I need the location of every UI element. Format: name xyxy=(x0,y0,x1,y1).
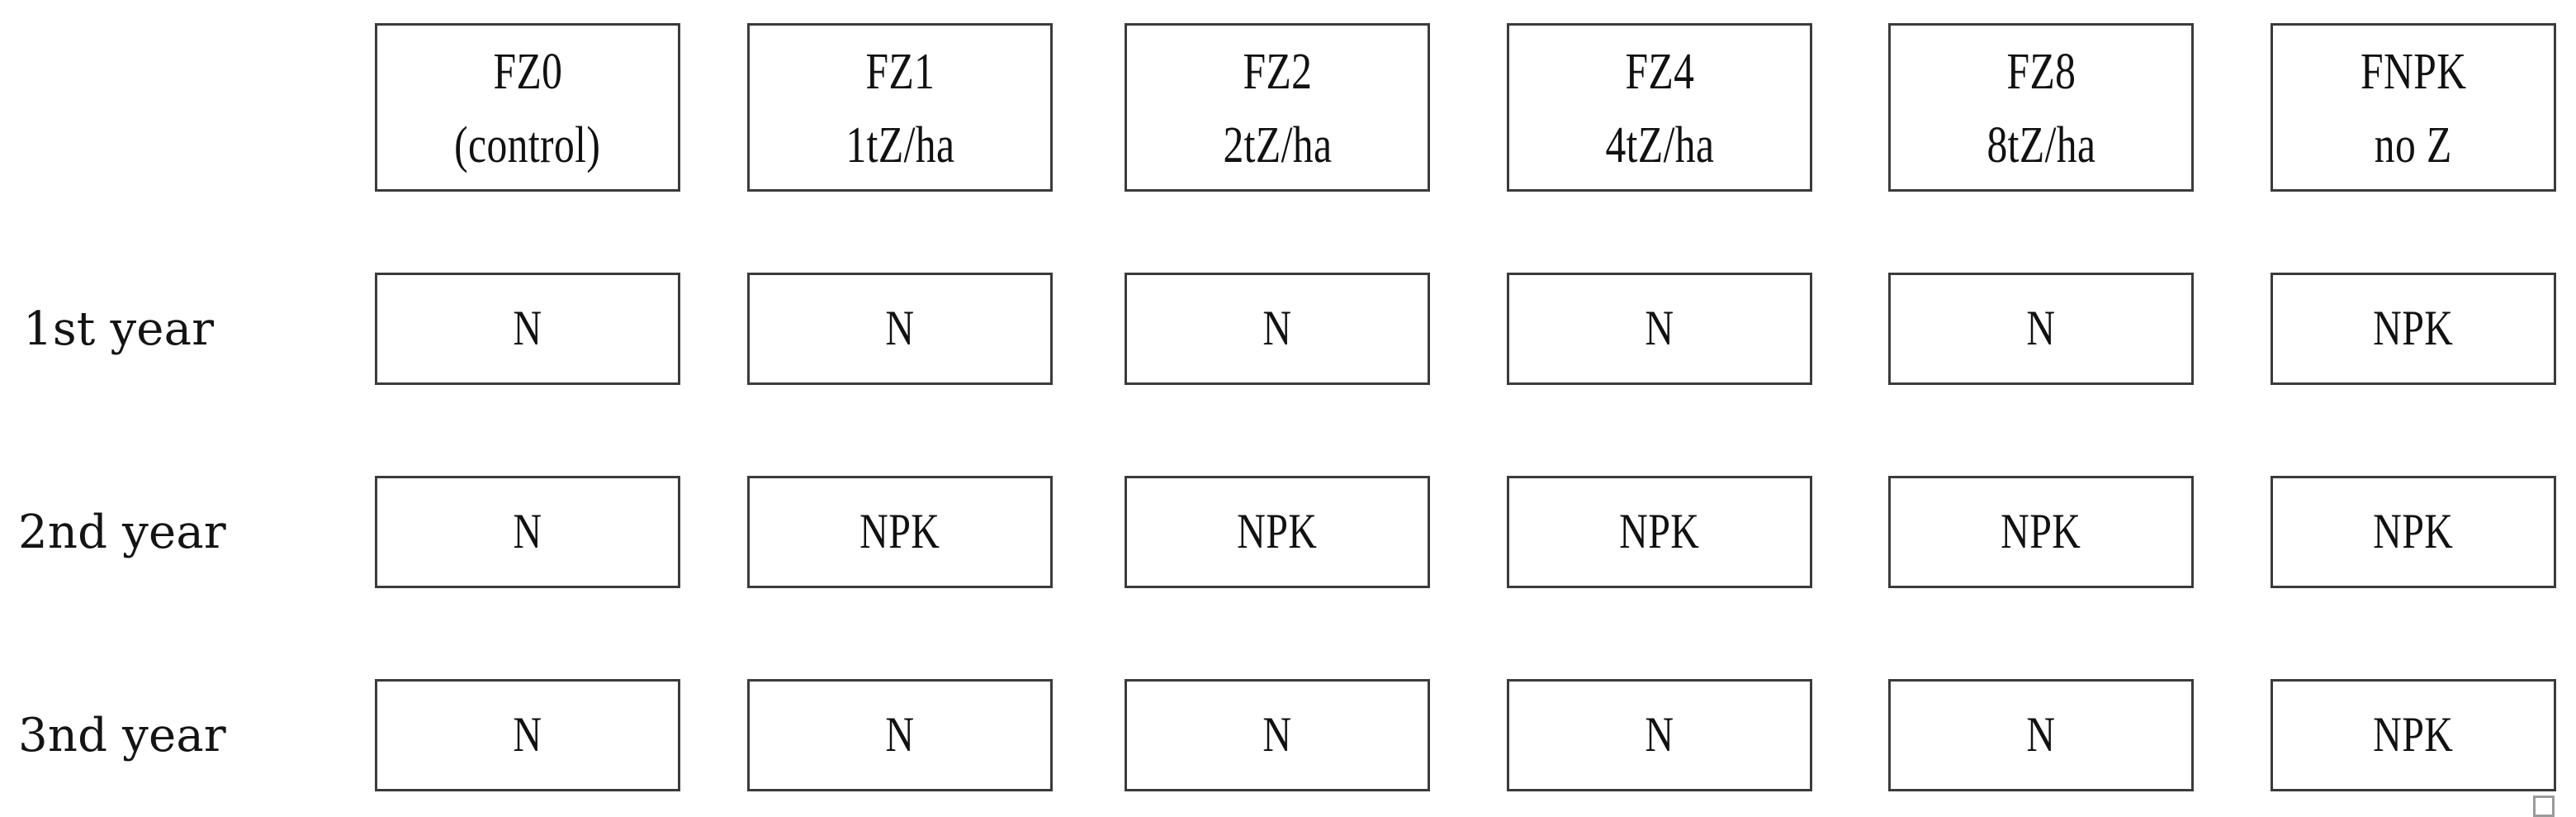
cell-year-3-fz1-text: N xyxy=(885,707,915,762)
row-label-year-1: 1st year xyxy=(23,273,353,385)
column-header-fz0-line1: FZ0 xyxy=(493,43,562,100)
cell-year-1-fnpk: NPK xyxy=(2271,273,2556,385)
cell-year-1-fz4: N xyxy=(1507,273,1812,385)
cell-year-1-fz1-text: N xyxy=(885,301,915,356)
column-header-fz4-line2: 4tZ/ha xyxy=(1605,117,1714,173)
resize-handle-bottom-right[interactable] xyxy=(2533,796,2555,817)
cell-year-2-fz8: NPK xyxy=(1888,476,2194,588)
column-header-fz2: FZ2 2tZ/ha xyxy=(1125,23,1430,192)
row-label-year-2-text: 2nd year xyxy=(18,505,226,559)
cell-year-3-fz4-text: N xyxy=(1645,707,1674,762)
cell-year-3-fz0-text: N xyxy=(513,707,542,762)
cell-year-2-fz4-text: NPK xyxy=(1619,504,1700,559)
cell-year-1-fz4-text: N xyxy=(1645,301,1674,356)
cell-year-2-fz8-text: NPK xyxy=(2001,504,2081,559)
cell-year-3-fnpk-text: NPK xyxy=(2373,707,2454,762)
cell-year-3-fz1: N xyxy=(747,679,1053,791)
cell-year-3-fz2: N xyxy=(1125,679,1430,791)
cell-year-3-fz8: N xyxy=(1888,679,2194,791)
column-header-fz1-line2: 1tZ/ha xyxy=(845,117,954,173)
column-header-fnpk: FNPK no Z xyxy=(2271,23,2556,192)
row-label-year-3: 3nd year xyxy=(18,679,348,791)
column-header-fz0: FZ0 (control) xyxy=(375,23,680,192)
cell-year-1-fz8: N xyxy=(1888,273,2194,385)
cell-year-1-fnpk-text: NPK xyxy=(2373,301,2454,356)
cell-year-2-fz0: N xyxy=(375,476,680,588)
cell-year-2-fz2: NPK xyxy=(1125,476,1430,588)
cell-year-1-fz1: N xyxy=(747,273,1053,385)
cell-year-2-fz0-text: N xyxy=(513,504,542,559)
cell-year-1-fz0: N xyxy=(375,273,680,385)
cell-year-2-fnpk-text: NPK xyxy=(2373,504,2454,559)
cell-year-1-fz8-text: N xyxy=(2026,301,2056,356)
cell-year-3-fz2-text: N xyxy=(1262,707,1292,762)
column-header-fnpk-line1: FNPK xyxy=(2360,43,2467,100)
column-header-fz0-line2: (control) xyxy=(454,117,601,173)
column-header-fz4: FZ4 4tZ/ha xyxy=(1507,23,1812,192)
column-header-fz4-line1: FZ4 xyxy=(1625,43,1694,100)
cell-year-3-fz0: N xyxy=(375,679,680,791)
cell-year-2-fz2-text: NPK xyxy=(1237,504,1318,559)
column-header-fz1-line1: FZ1 xyxy=(865,43,935,100)
cell-year-3-fnpk: NPK xyxy=(2271,679,2556,791)
cell-year-1-fz0-text: N xyxy=(513,301,542,356)
row-label-year-2: 2nd year xyxy=(18,476,348,588)
row-label-year-3-text: 3nd year xyxy=(18,708,226,762)
cell-year-2-fz1-text: NPK xyxy=(859,504,940,559)
cell-year-2-fnpk: NPK xyxy=(2271,476,2556,588)
cell-year-1-fz2: N xyxy=(1125,273,1430,385)
row-label-year-1-text: 1st year xyxy=(23,302,215,356)
cell-year-1-fz2-text: N xyxy=(1262,301,1292,356)
column-header-fz1: FZ1 1tZ/ha xyxy=(747,23,1053,192)
cell-year-2-fz4: NPK xyxy=(1507,476,1812,588)
column-header-fz8-line2: 8tZ/ha xyxy=(1986,117,2095,173)
column-header-fz8: FZ8 8tZ/ha xyxy=(1888,23,2194,192)
column-header-fnpk-line2: no Z xyxy=(2375,117,2452,173)
column-header-fz2-line1: FZ2 xyxy=(1243,43,1312,100)
column-header-fz8-line1: FZ8 xyxy=(2006,43,2076,100)
cell-year-2-fz1: NPK xyxy=(747,476,1053,588)
cell-year-3-fz4: N xyxy=(1507,679,1812,791)
cell-year-3-fz8-text: N xyxy=(2026,707,2056,762)
column-header-fz2-line2: 2tZ/ha xyxy=(1223,117,1332,173)
